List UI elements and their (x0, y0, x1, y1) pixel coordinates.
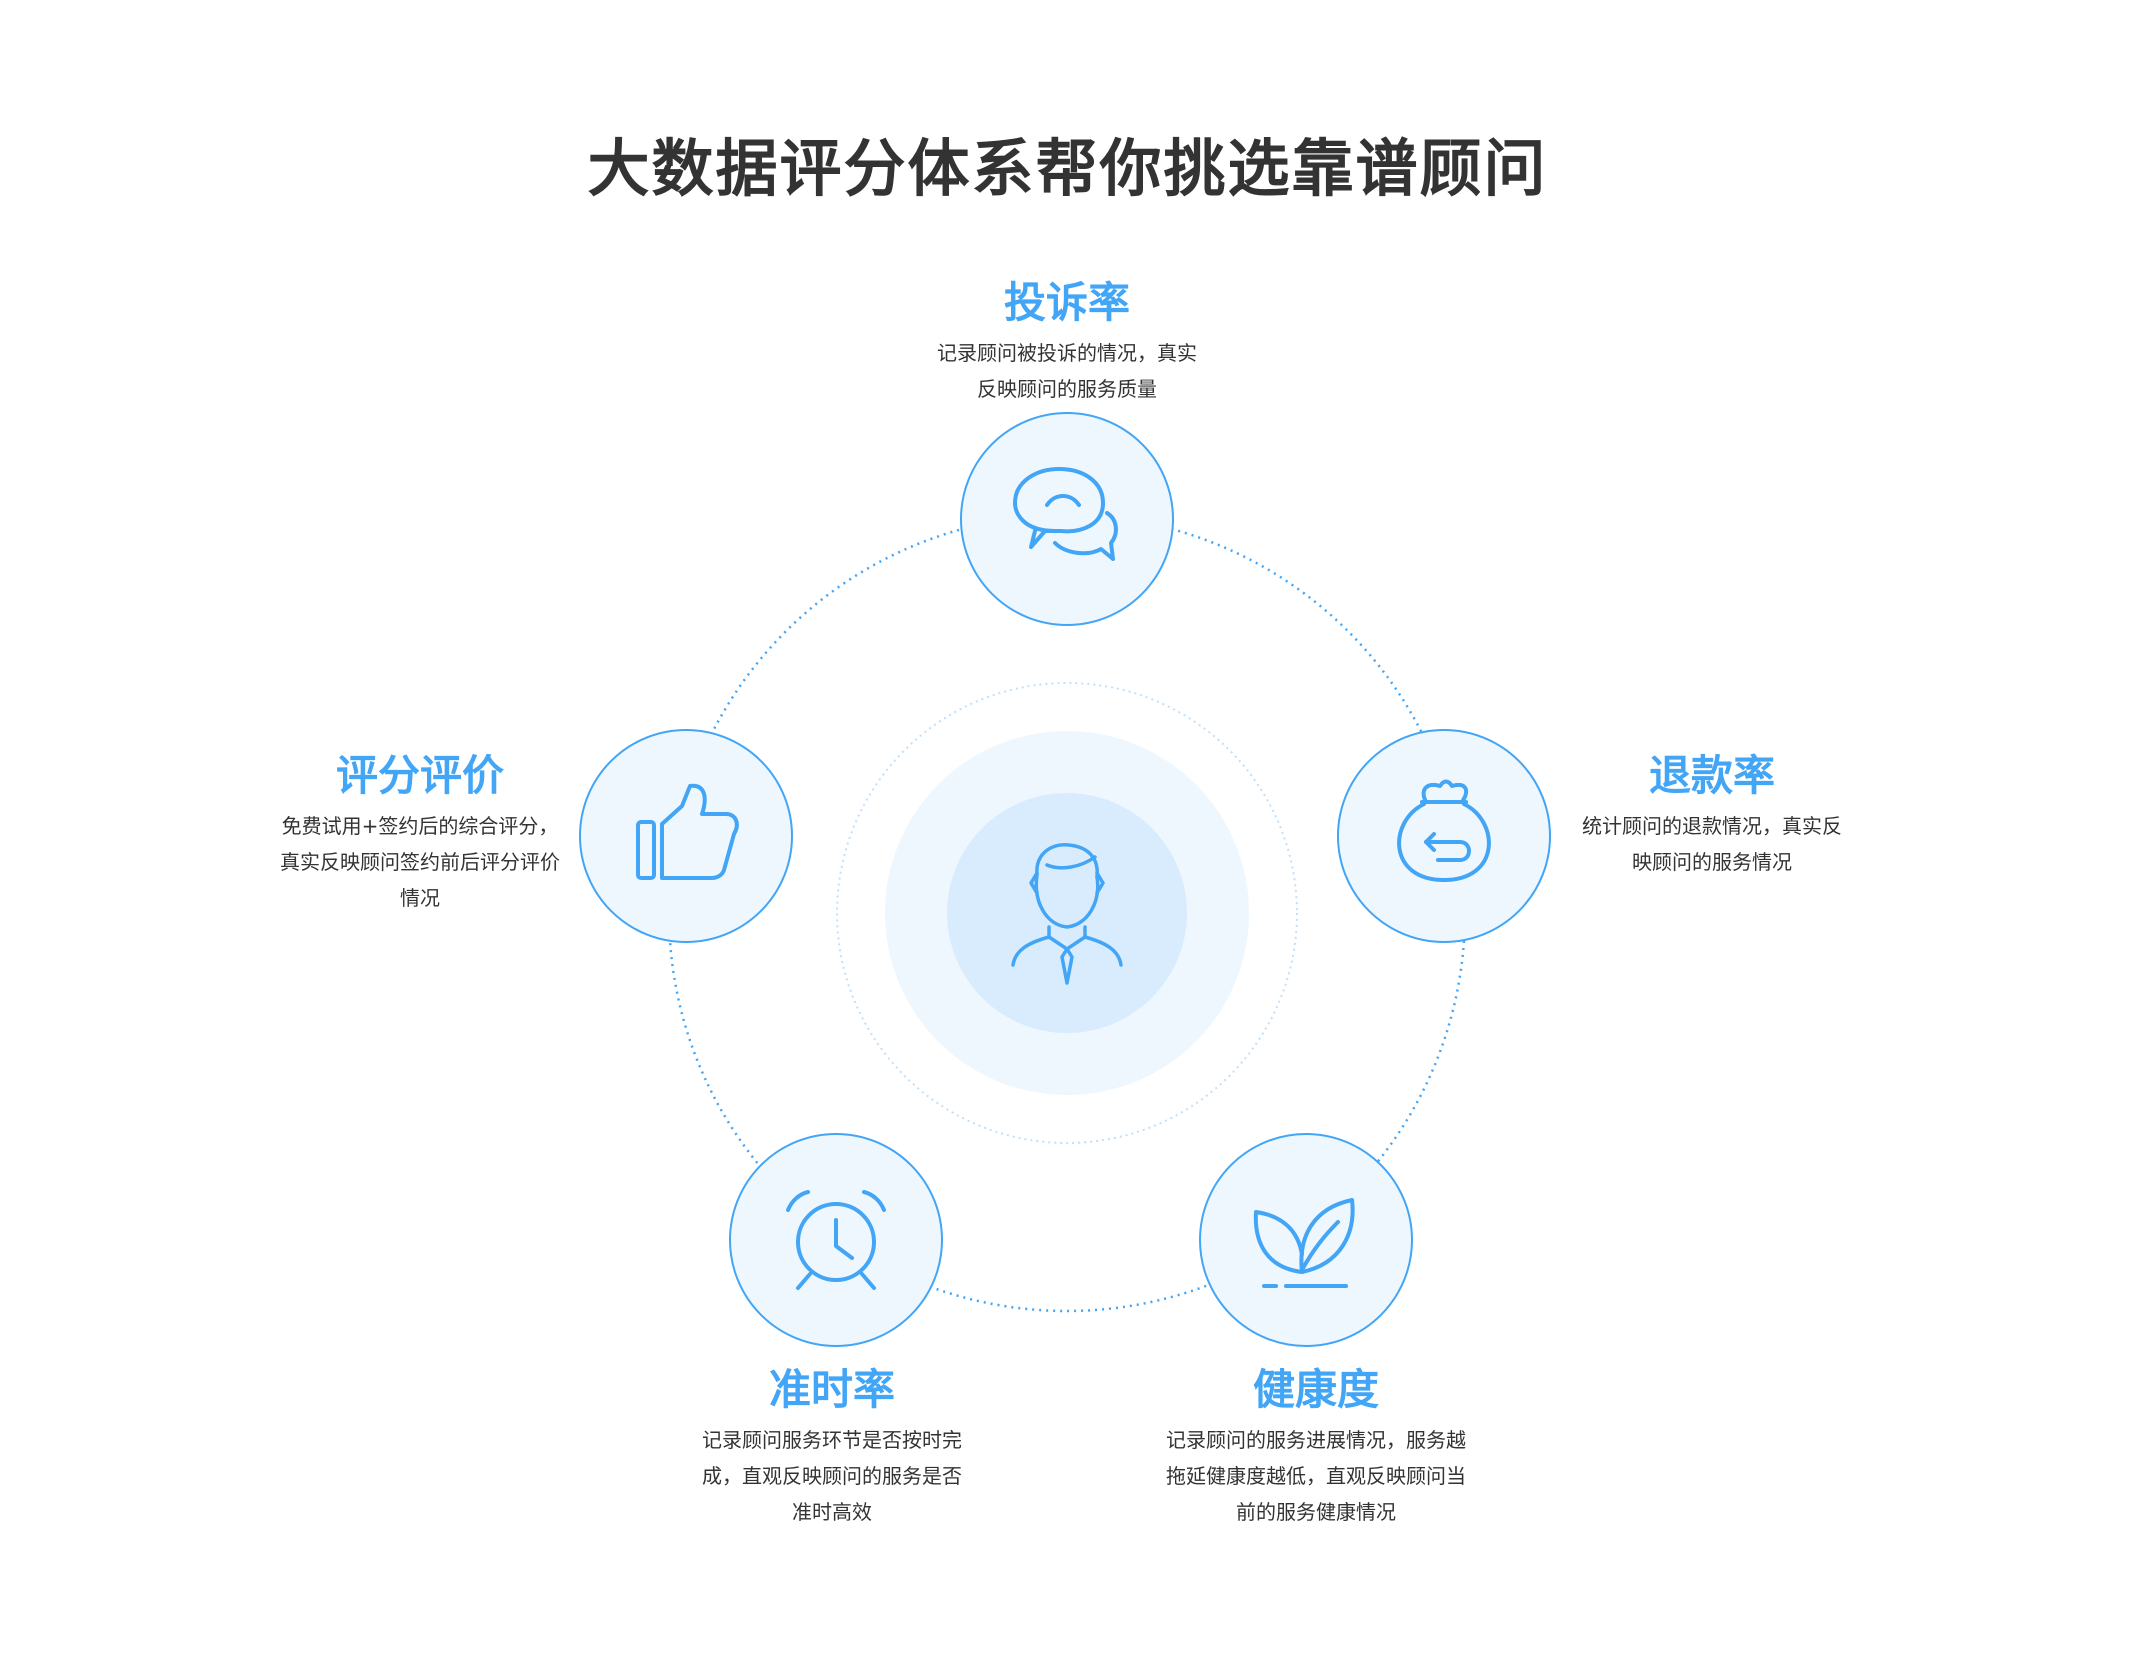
chat-bubbles-icon (1013, 467, 1118, 561)
description-line: 记录顾问服务环节是否按时完 (702, 1428, 962, 1452)
heading-punctuality: 准时率 (768, 1365, 895, 1414)
sprout-icon (1253, 1198, 1355, 1288)
heading-refund: 退款率 (1648, 751, 1775, 800)
heading-rating: 评分评价 (335, 751, 504, 800)
description-line: 前的服务健康情况 (1236, 1500, 1396, 1524)
description-line: 准时高效 (792, 1500, 872, 1524)
description-line: 免费试用+签约后的综合评分， (281, 814, 559, 838)
description-line: 统计顾问的退款情况，真实反 (1582, 814, 1842, 838)
description-rating: 免费试用+签约后的综合评分， 真实反映顾问签约前后评分评价情况 (240, 808, 600, 916)
heading-health: 健康度 (1252, 1365, 1379, 1414)
description-line: 成，直观反映顾问的服务是否 (702, 1464, 962, 1488)
center-inner-disc (947, 793, 1187, 1033)
description-refund: 统计顾问的退款情况，真实反映顾问的服务情况 (1532, 808, 1892, 880)
description-line: 反映顾问的服务质量 (977, 377, 1157, 401)
label-health: 健康度记录顾问的服务进展情况，服务越拖延健康度越低，直观反映顾问当前的服务健康情… (1126, 1362, 1506, 1530)
description-line: 拖延健康度越低，直观反映顾问当 (1166, 1464, 1466, 1488)
description-complaint: 记录顾问被投诉的情况，真实反映顾问的服务质量 (887, 335, 1247, 407)
label-complaint: 投诉率记录顾问被投诉的情况，真实反映顾问的服务质量 (887, 275, 1247, 407)
description-line: 映顾问的服务情况 (1632, 850, 1792, 874)
description-punctuality: 记录顾问服务环节是否按时完成，直观反映顾问的服务是否准时高效 (652, 1422, 1012, 1530)
description-health: 记录顾问的服务进展情况，服务越拖延健康度越低，直观反映顾问当前的服务健康情况 (1126, 1422, 1506, 1530)
node-rating (579, 729, 793, 943)
node-complaint (960, 412, 1174, 626)
center-dashed-ring (836, 682, 1298, 1144)
alarm-clock-icon (786, 1190, 886, 1290)
node-refund (1337, 729, 1551, 943)
advisor-icon (1011, 842, 1123, 985)
heading-complaint: 投诉率 (1003, 278, 1130, 327)
thumbs-up-icon (636, 783, 739, 880)
description-line: 真实反映顾问签约前后评分评价 (280, 850, 560, 874)
label-rating: 评分评价免费试用+签约后的综合评分， 真实反映顾问签约前后评分评价情况 (240, 748, 600, 916)
description-line: 情况 (400, 886, 440, 910)
description-line: 记录顾问被投诉的情况，真实 (937, 341, 1197, 365)
node-circle-complaint (960, 412, 1174, 626)
node-circle-refund (1337, 729, 1551, 943)
label-punctuality: 准时率记录顾问服务环节是否按时完成，直观反映顾问的服务是否准时高效 (652, 1362, 1012, 1530)
node-health (1199, 1133, 1413, 1347)
node-punctuality (729, 1133, 943, 1347)
page-title: 大数据评分体系帮你挑选靠谱顾问 (587, 132, 1548, 205)
node-circle-rating (579, 729, 793, 943)
description-line: 记录顾问的服务进展情况，服务越 (1166, 1428, 1466, 1452)
label-refund: 退款率统计顾问的退款情况，真实反映顾问的服务情况 (1532, 748, 1892, 880)
money-bag-return-icon (1397, 779, 1491, 882)
